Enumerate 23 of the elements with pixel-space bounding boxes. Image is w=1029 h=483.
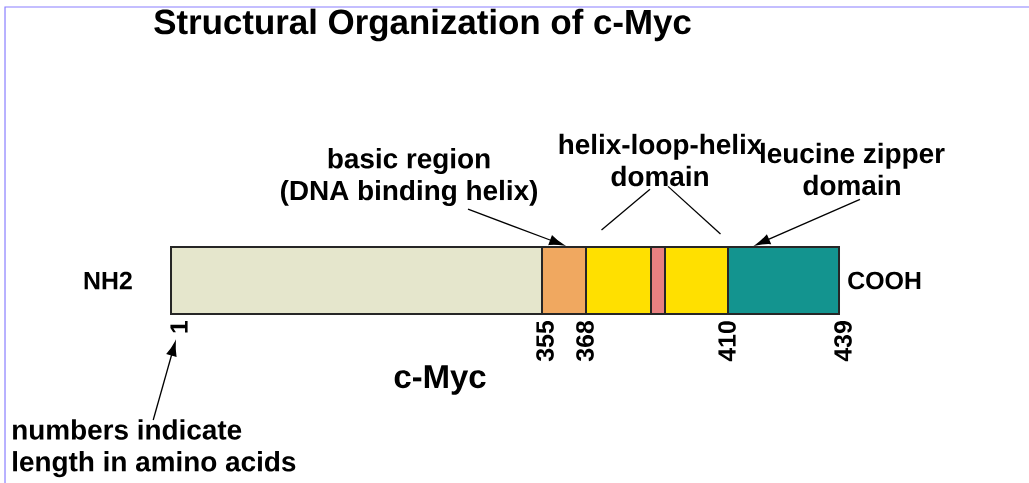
position-number: 439 [834, 321, 852, 362]
bar-segment [727, 246, 840, 315]
protein-name: c-Myc [394, 365, 486, 395]
bar-segment [541, 246, 587, 315]
bar-segment [664, 246, 729, 315]
position-number: 1 [170, 320, 188, 333]
bar-segment [650, 246, 666, 315]
terminus-label: COOH [848, 271, 921, 290]
callout-text: leucine zipper domain [760, 142, 945, 196]
leader-line [667, 185, 722, 235]
arrow [152, 341, 177, 421]
bar-segment [585, 246, 652, 315]
position-number: 368 [576, 320, 594, 362]
arrow [755, 198, 861, 246]
position-number: 410 [718, 321, 736, 362]
arrow [467, 208, 564, 246]
callout-text: basic region (DNA binding helix) [281, 148, 537, 206]
title: Structural Organization of c-Myc [154, 8, 691, 42]
callout-text: numbers indicate length in amino acids [13, 419, 296, 478]
leader-line [600, 188, 651, 231]
position-number: 355 [536, 320, 554, 362]
terminus-label: NH2 [84, 271, 132, 290]
bar-segment [170, 246, 543, 315]
